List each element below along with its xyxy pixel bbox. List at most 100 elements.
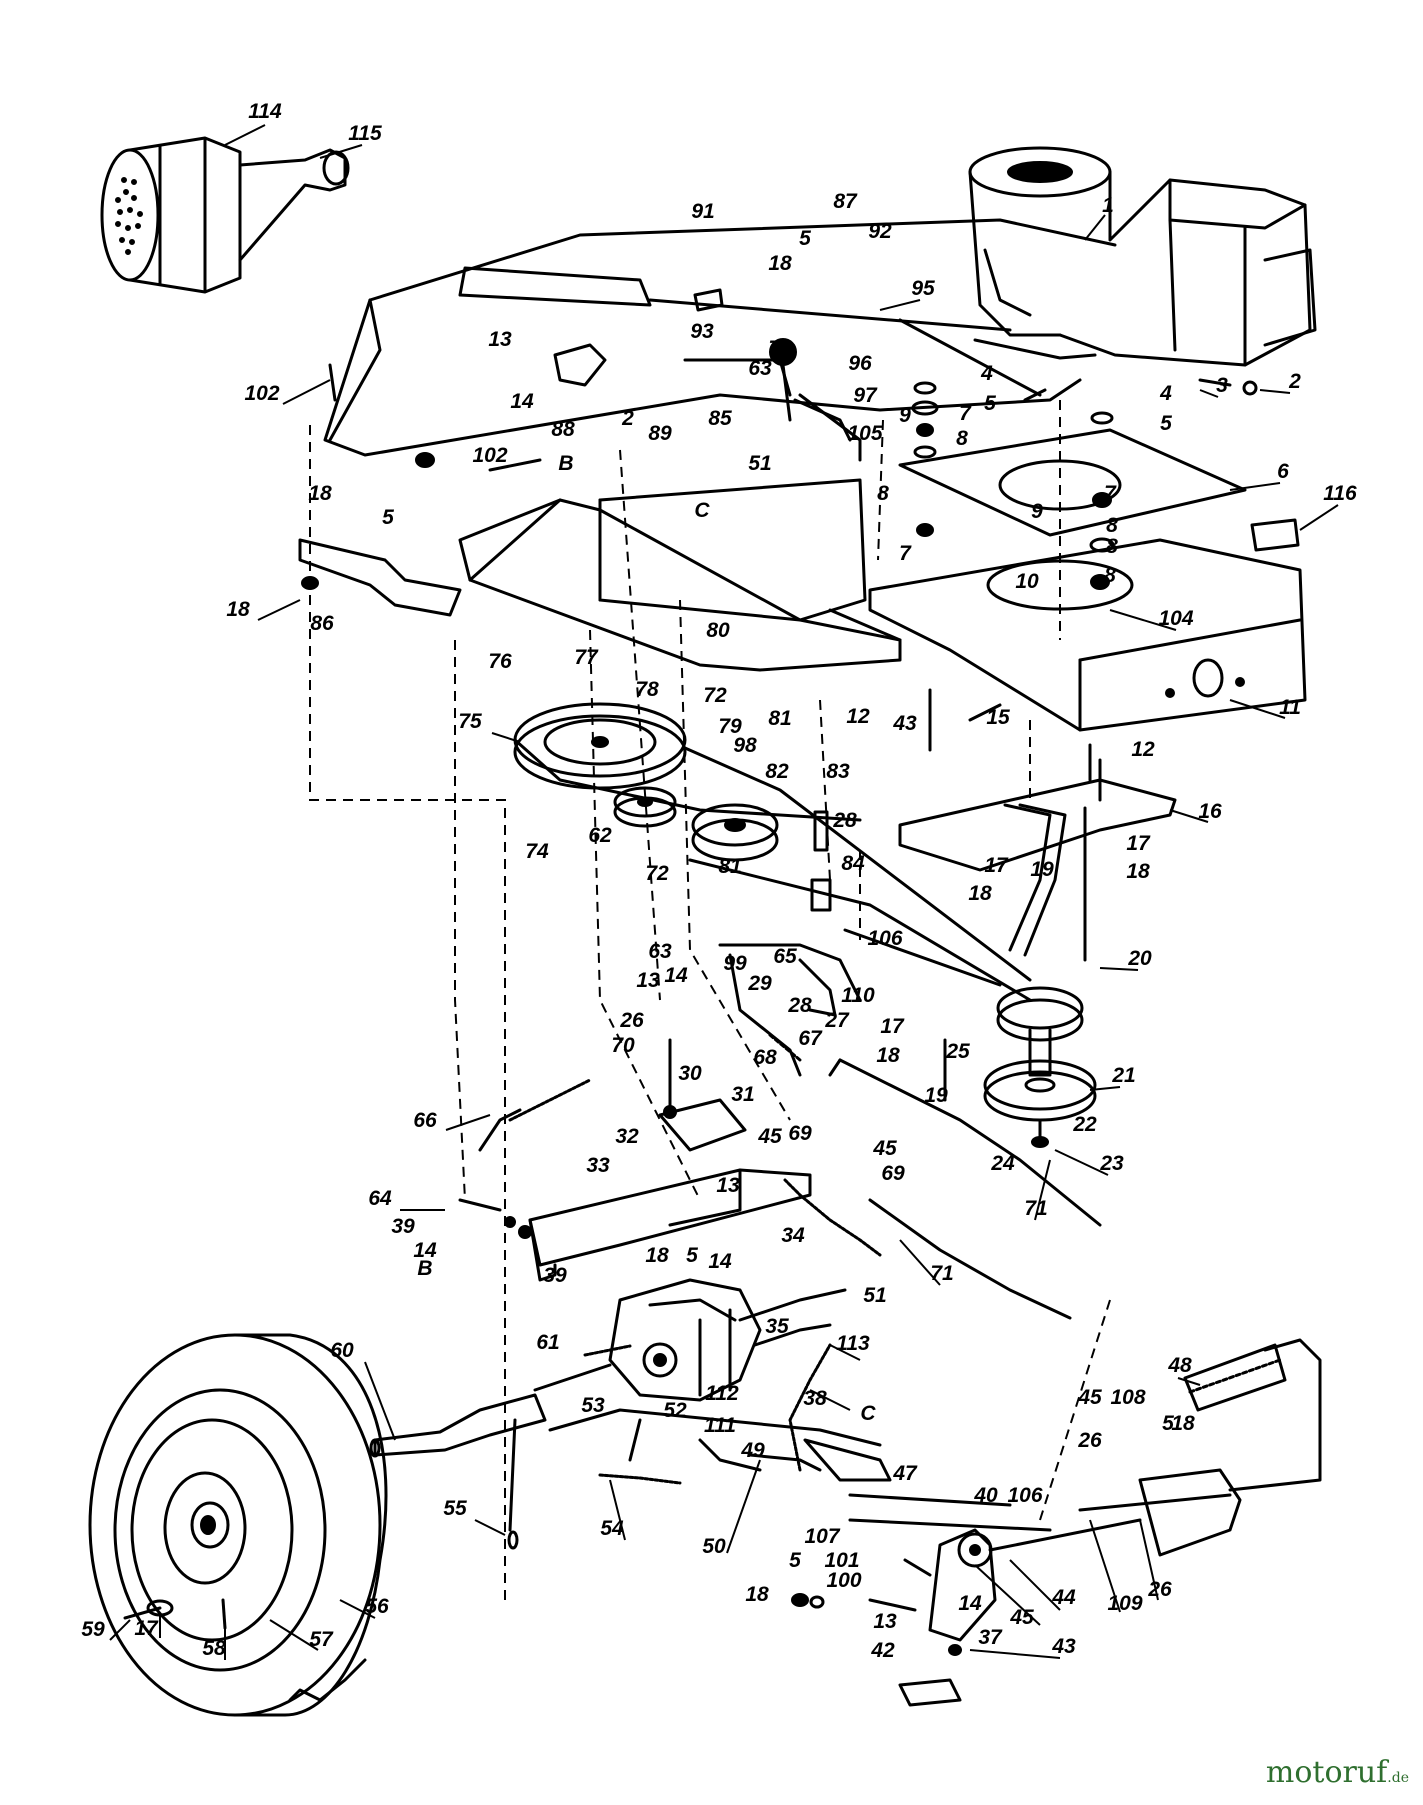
part-label: 101 [824,1549,859,1572]
part-label: 18 [876,1044,900,1067]
part-label: 82 [765,760,789,783]
part-label: 62 [588,824,612,847]
engine-plate [898,428,1247,537]
part-label: 18 [226,598,250,621]
part-label: 23 [1099,1152,1124,1175]
part-label: 8 [956,427,968,450]
leader-lines [109,124,1339,1660]
part-label: 32 [615,1125,639,1148]
part-label: 18 [308,482,332,505]
part-label: 5 [799,227,811,250]
part-label: 11 [1279,696,1301,719]
part-label: 116 [1323,482,1357,505]
part-label: 70 [611,1034,635,1057]
part-label: 31 [731,1083,754,1106]
part-label: 21 [1111,1064,1135,1087]
part-label: 45 [757,1125,782,1148]
part-label: 12 [846,705,870,728]
part-label: 39 [543,1264,567,1287]
part-label: 102 [244,382,279,405]
part-label: 72 [703,684,727,707]
part-label: 14 [413,1239,437,1262]
part-label: 5 [382,506,394,529]
part-label: 69 [881,1162,905,1185]
part-label: 43 [1051,1635,1076,1658]
part-label: 45 [1077,1386,1102,1409]
part-label: 2 [621,407,634,430]
part-label: 14 [510,390,534,413]
part-label: 43 [892,712,917,735]
part-label: 9 [899,404,911,427]
bracket-33 [528,1098,812,1282]
part-label: 4 [980,362,993,385]
part-label: 65 [773,945,797,968]
part-label: 56 [365,1595,389,1618]
part-label: 66 [413,1109,437,1132]
part-label: 115 [348,122,382,145]
part-label: 107 [804,1525,840,1548]
part-label: 10 [1015,570,1039,593]
part-label: 95 [911,277,935,300]
part-label: 114 [248,100,282,123]
part-label: 2 [1288,370,1301,393]
part-label: 33 [586,1154,610,1177]
part-label: 8 [1104,564,1116,587]
side-bracket [298,538,462,617]
engine [968,146,1317,367]
clip-116 [1250,518,1300,552]
part-label: 108 [1110,1386,1145,1409]
control-rod [828,1058,1102,1320]
part-label: 18 [768,252,792,275]
part-label: 80 [706,619,730,642]
part-label: 13 [716,1174,740,1197]
part-label: 26 [1147,1578,1172,1601]
part-label: 19 [924,1084,948,1107]
center-linkage [718,810,1002,1077]
part-label: 45 [872,1137,897,1160]
part-label: 48 [1167,1354,1192,1377]
part-label: 8 [1106,535,1118,558]
part-label: 58 [202,1637,226,1660]
part-label: 87 [833,190,858,213]
part-label: 28 [787,994,812,1017]
part-label: 26 [1077,1429,1102,1452]
part-label: 1 [1102,194,1114,217]
part-label: 13 [636,969,660,992]
part-label: 105 [847,422,882,445]
part-label: 19 [1030,858,1054,881]
part-label: 50 [702,1535,726,1558]
part-label: 45 [1009,1606,1034,1629]
part-label: 52 [663,1399,687,1422]
watermark: motoruf.de [1266,1755,1409,1790]
part-label: 47 [892,1462,918,1485]
rear-frame [868,538,1307,732]
hood-cover [323,218,1117,457]
pulley-21 [983,986,1097,1148]
part-label: 5 [789,1549,801,1572]
part-label: 74 [525,840,549,863]
part-label: 17 [880,1015,905,1038]
part-label: 113 [836,1332,870,1355]
part-label: 68 [753,1046,777,1069]
part-label: 4 [1159,382,1172,405]
part-label: 61 [536,1331,559,1354]
part-label: 5 [686,1244,698,1267]
part-label: 13 [873,1610,897,1633]
part-label: 55 [443,1497,467,1520]
part-label: 25 [945,1040,970,1063]
wheel [88,1333,388,1717]
part-label: 73 [768,337,792,360]
part-label: 57 [309,1628,334,1651]
assembly-dashed-lines [309,400,1111,1600]
part-label: 81 [768,707,791,730]
part-label: 54 [600,1517,624,1540]
part-label: 3 [1216,374,1228,397]
part-label: 15 [986,706,1010,729]
part-label: 7 [959,402,972,425]
part-label: 51 [863,1284,886,1307]
part-label: 67 [798,1027,823,1050]
air-filter-assembly [100,136,350,294]
part-label: 91 [691,200,714,223]
part-label: 99 [723,952,747,975]
